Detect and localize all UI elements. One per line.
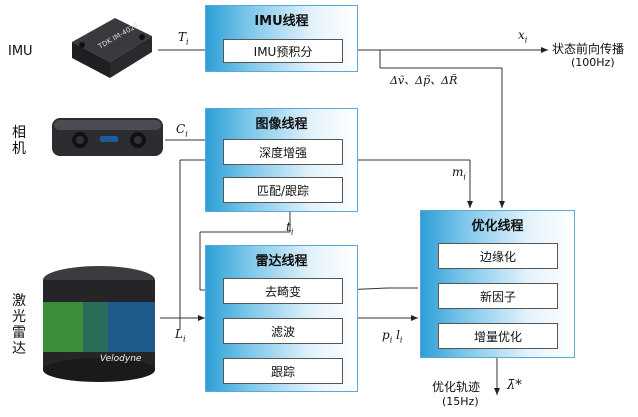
signal-camera: Ci: [176, 122, 188, 139]
signal-lidar: Li: [175, 327, 186, 344]
imu-preintegration-step: IMU预积分: [223, 39, 343, 63]
imu-device-image: TDK IM-4024: [60, 12, 158, 86]
camera-label: 相机: [12, 125, 26, 157]
lidar-device-image: Velodyne: [38, 262, 160, 384]
signal-pl: pi li: [382, 328, 403, 345]
new-factor-step: 新因子: [438, 283, 558, 309]
signal-m: mi: [452, 165, 466, 182]
incremental-opt-step: 增量优化: [438, 323, 558, 349]
filter-step: 滤波: [223, 318, 343, 344]
trajectory-symbol: λ̄*: [507, 378, 522, 393]
image-thread-title: 图像线程: [255, 117, 308, 132]
state-propagation-rate: (100Hz): [571, 56, 615, 69]
signal-imu: Ti: [178, 30, 189, 47]
lidar-brand-text: Velodyne: [100, 354, 142, 364]
image-thread: 图像线程 深度增强 匹配/跟踪: [205, 108, 358, 212]
depth-enhance-step: 深度增强: [223, 139, 343, 165]
marginalization-step: 边缘化: [438, 243, 558, 269]
optimization-thread: 优化线程 边缘化 新因子 增量优化: [420, 210, 575, 358]
state-propagation-output: 状态前向传播: [552, 42, 625, 56]
optimization-thread-title: 优化线程: [471, 219, 524, 234]
signal-x: xi: [518, 28, 528, 45]
lidar-label: 激光雷达: [12, 293, 26, 357]
signal-t: ti: [286, 220, 294, 237]
trajectory-output: 优化轨迹: [432, 380, 481, 394]
trajectory-rate: (15Hz): [442, 395, 479, 408]
signal-delta: Δṽ、Δp̃、ΔR̃: [390, 74, 458, 87]
match-track-step: 匹配/跟踪: [223, 177, 343, 203]
camera-device-image: [50, 112, 165, 162]
lidar-thread-title: 雷达线程: [255, 254, 308, 269]
lidar-track-step: 跟踪: [223, 358, 343, 384]
undistort-step: 去畸变: [223, 278, 343, 304]
lidar-thread: 雷达线程 去畸变 滤波 跟踪: [205, 245, 358, 392]
imu-thread-title: IMU线程: [254, 14, 309, 29]
imu-thread: IMU线程 IMU预积分: [205, 5, 358, 72]
imu-label: IMU: [8, 44, 33, 59]
